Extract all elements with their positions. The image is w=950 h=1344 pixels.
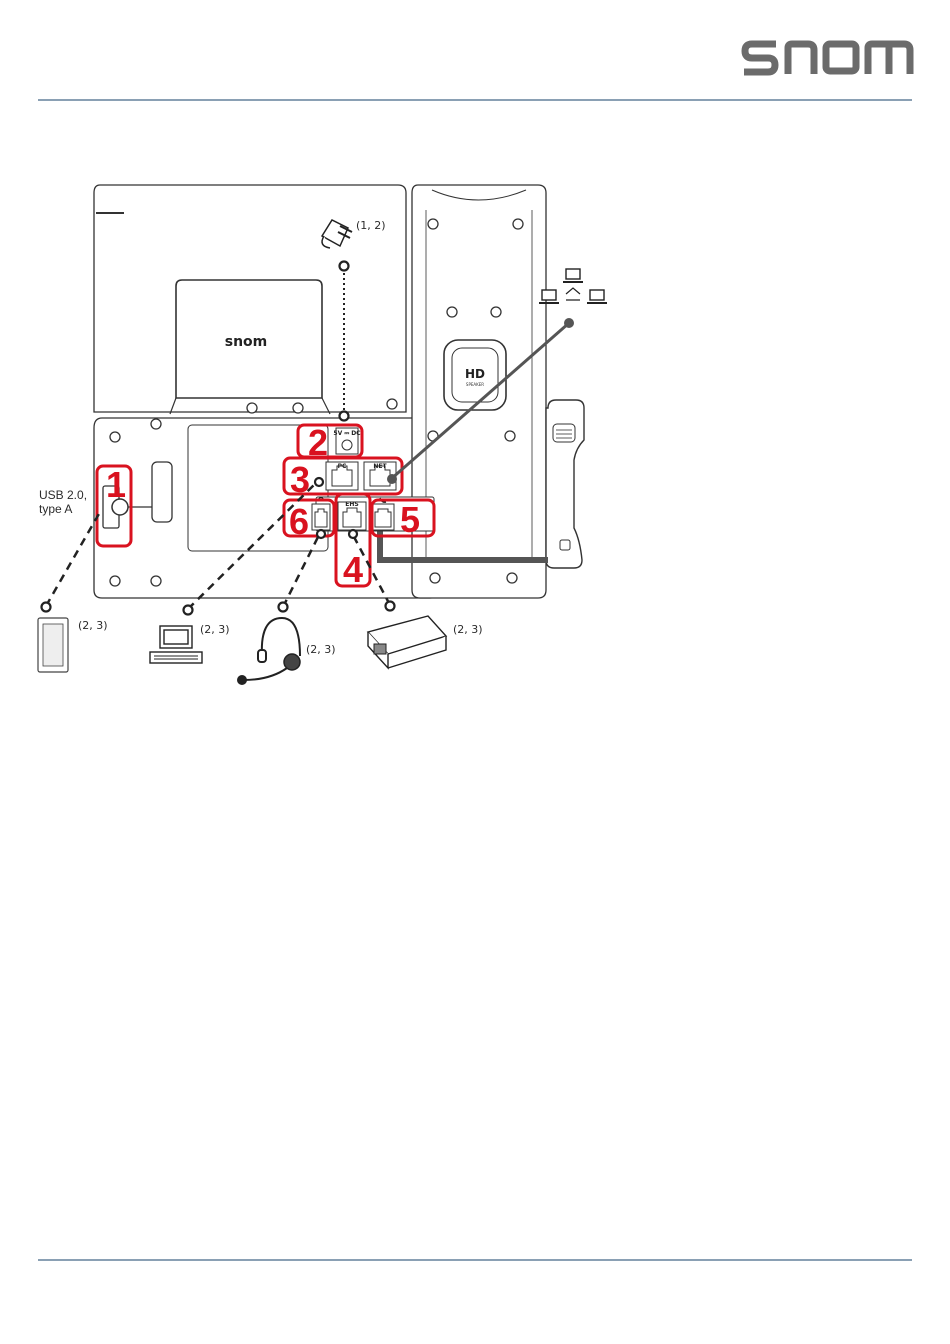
callout-4: 4: [343, 549, 363, 590]
net-port-endpoint: [387, 474, 397, 484]
computer-label: (2, 3): [200, 623, 230, 636]
ehs-adapter-icon: [368, 616, 446, 668]
usb-type-label: type A: [39, 502, 72, 516]
headset-icon: [238, 618, 300, 684]
base-brand-label: snom: [225, 334, 268, 350]
ehs-port-endpoint: [349, 530, 357, 538]
speaker-sub-label: SPEAKER: [466, 382, 484, 387]
ehs-endpoint: [386, 602, 395, 611]
net-port-label: NET: [373, 463, 387, 470]
pc-endpoint: [184, 606, 193, 615]
power-port-label: 5V ⎓ DC: [333, 430, 361, 437]
callout-1: 1: [106, 464, 126, 505]
power-port-endpoint: [340, 412, 349, 421]
network-endpoint: [564, 318, 574, 328]
handset: [546, 400, 584, 568]
callout-3: 3: [290, 459, 310, 500]
speaker-badge: HD: [465, 367, 485, 381]
pc-port-label: PC: [338, 463, 347, 470]
power-adapter-label: (1, 2): [356, 219, 386, 232]
network-icon: [539, 269, 607, 303]
usb-label: USB 2.0,: [39, 488, 87, 502]
headset-endpoint: [279, 603, 288, 612]
usb-endpoint: [42, 603, 51, 612]
ehs-adapter-label: (2, 3): [453, 623, 483, 636]
headset-port-endpoint: [317, 530, 325, 538]
usb-dashed-line: [46, 512, 100, 606]
pc-port-endpoint: [315, 478, 323, 486]
expansion-module-icon: [38, 618, 68, 672]
computer-icon: [150, 626, 202, 663]
expansion-module-label: (2, 3): [78, 619, 108, 632]
headset-label: (2, 3): [306, 643, 336, 656]
ehs-port-label: EHS: [345, 501, 358, 508]
callout-2: 2: [308, 422, 328, 463]
power-adapter-endpoint: [340, 262, 349, 271]
callout-5: 5: [400, 499, 420, 540]
